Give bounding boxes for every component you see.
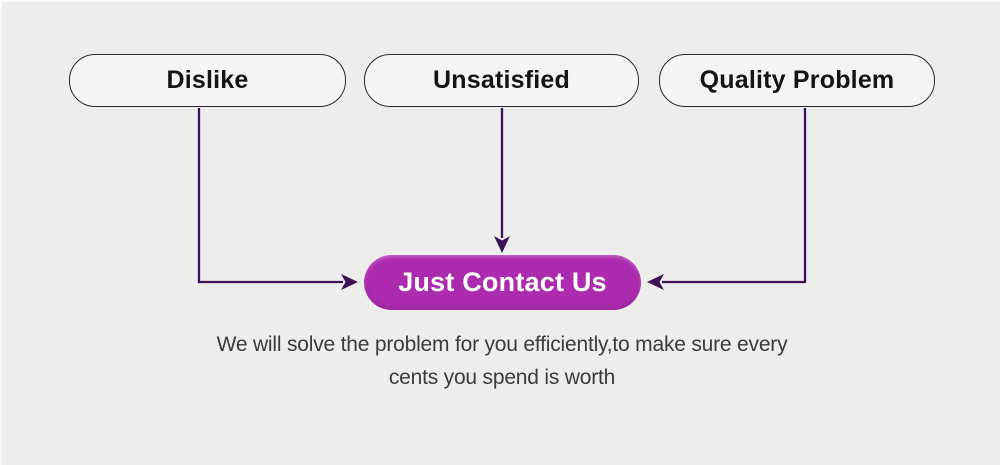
connector-dislike-to-contact-arrow	[197, 108, 358, 290]
node-dislike: Dislike	[69, 54, 346, 107]
caption: We will solve the problem for you effici…	[2, 328, 1000, 394]
caption-line-2: cents you spend is worth	[388, 366, 616, 389]
connector-quality-to-contact-arrow	[647, 108, 807, 290]
just-contact-us-button[interactable]: Just Contact Us	[364, 255, 641, 310]
caption-line-1: We will solve the problem for you effici…	[216, 333, 788, 356]
just-contact-us-label: Just Contact Us	[398, 267, 607, 297]
node-quality-problem-label: Quality Problem	[699, 66, 895, 94]
node-quality-problem: Quality Problem	[659, 54, 935, 107]
node-unsatisfied-label: Unsatisfied	[433, 66, 570, 94]
node-unsatisfied: Unsatisfied	[364, 54, 639, 107]
node-dislike-label: Dislike	[166, 66, 249, 94]
